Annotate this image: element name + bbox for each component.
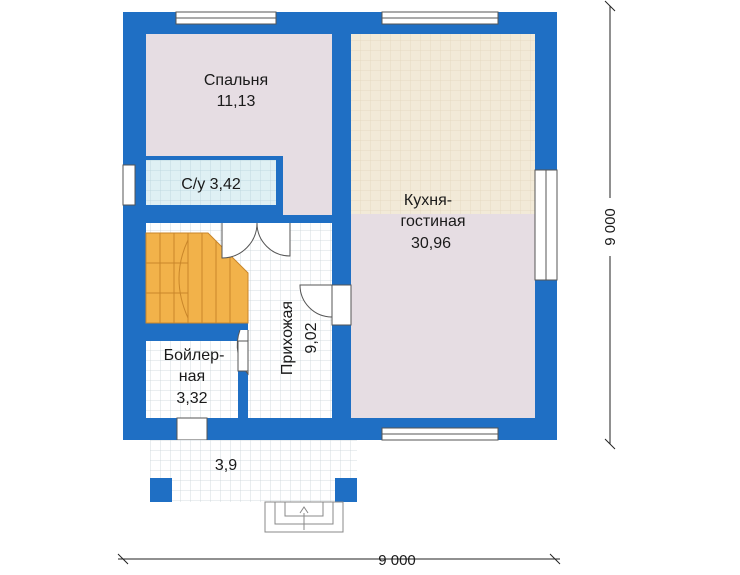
window-icon bbox=[122, 11, 558, 441]
width-dimension bbox=[117, 553, 561, 565]
hallway-area: 9,02 bbox=[303, 322, 320, 353]
hallway-name: Прихожая bbox=[279, 301, 296, 375]
porch-steps bbox=[264, 501, 344, 533]
porch-floor bbox=[150, 440, 357, 502]
kitchen-floor bbox=[351, 34, 535, 214]
boiler-name-line1: Бойлер- bbox=[164, 347, 225, 364]
living-floor bbox=[351, 214, 535, 418]
porch-area: 3,9 bbox=[215, 457, 237, 474]
bedroom-name: Спальня bbox=[204, 72, 268, 89]
boiler-area: 3,32 bbox=[176, 390, 207, 407]
width-dimension-label: 9 000 bbox=[378, 552, 416, 569]
kitchen-name-line1: Кухня- bbox=[404, 192, 452, 209]
bathroom-label: С/у 3,42 bbox=[181, 176, 241, 193]
bedroom-floor bbox=[146, 34, 332, 215]
bedroom-area: 11,13 bbox=[217, 93, 256, 110]
height-dimension-label: 9 000 bbox=[602, 208, 619, 246]
kitchen-name-line2: гостиная bbox=[400, 213, 465, 230]
kitchen-area: 30,96 bbox=[411, 235, 451, 252]
bathroom-floor bbox=[146, 160, 276, 205]
height-dimension-gap bbox=[602, 198, 618, 256]
porch-post-right bbox=[335, 478, 357, 502]
boiler-floor bbox=[146, 341, 238, 418]
boiler-name-line2: ная bbox=[179, 368, 205, 385]
porch-post-left bbox=[150, 478, 172, 502]
